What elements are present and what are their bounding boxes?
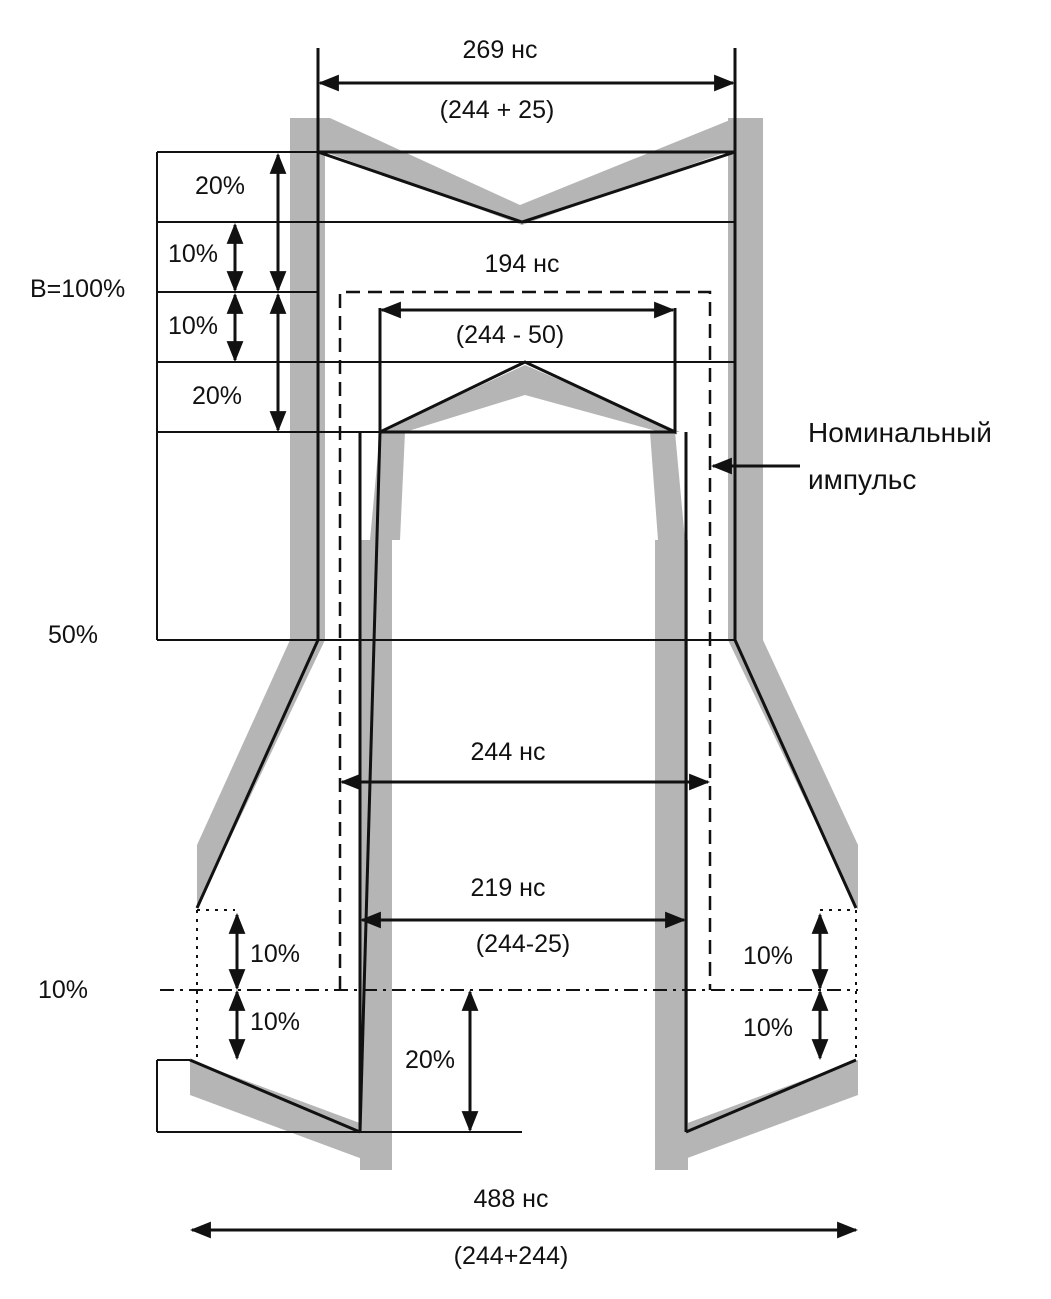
label-219-formula: (244-25) [476, 930, 571, 958]
bottom-left-band [190, 1060, 392, 1170]
label-pct-10-left-b: 10% [250, 1008, 300, 1036]
label-pct-20-top: 20% [195, 172, 245, 200]
label-level-50: 50% [48, 621, 98, 649]
label-pct-10-a: 10% [168, 240, 218, 268]
outer-mask-lines [195, 48, 858, 909]
label-269-formula: (244 + 25) [440, 96, 555, 124]
inner-right-band [650, 432, 688, 1170]
outer-left-band [290, 118, 325, 640]
label-pct-10-left-a: 10% [250, 940, 300, 968]
outer-right-band [728, 118, 763, 640]
dimension-arrows [189, 74, 859, 1239]
label-244: 244 нс [471, 738, 546, 766]
label-269: 269 нс [463, 36, 538, 64]
label-nominal-line1: Номинальный [808, 417, 992, 448]
bottom-right-band [655, 1060, 858, 1170]
nominal-pulse [338, 290, 712, 990]
inner-left-band [360, 432, 405, 1170]
label-pct-10-right-b: 10% [743, 1014, 793, 1042]
label-194: 194 нс [485, 250, 560, 278]
label-pct-10-right-a: 10% [743, 942, 793, 970]
label-488: 488 нс [474, 1185, 549, 1213]
label-194-formula: (244 - 50) [456, 321, 564, 349]
dotted-boxes [196, 909, 857, 1058]
label-nominal-line2: импульс [808, 464, 916, 495]
inner-top-band [380, 365, 680, 432]
labels: 269 нс (244 + 25) 194 нс (244 - 50) 244 … [30, 36, 992, 1270]
label-level-100: B=100% [30, 275, 125, 303]
label-pct-20-bottom: 20% [405, 1046, 455, 1074]
label-219: 219 нс [471, 874, 546, 902]
outer-left-diagonal [197, 640, 325, 908]
level-lines [156, 151, 735, 1133]
label-pct-20-b: 20% [192, 382, 242, 410]
outer-top-band [293, 118, 760, 225]
label-level-10: 10% [38, 976, 88, 1004]
label-488-formula: (244+244) [454, 1242, 569, 1270]
label-pct-10-b: 10% [168, 312, 218, 340]
